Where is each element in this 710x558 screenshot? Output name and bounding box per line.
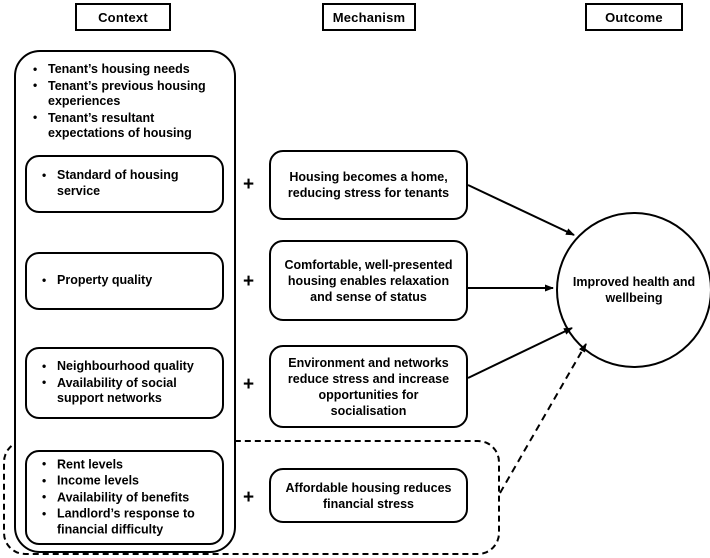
arrow-mechanism-3-to-outcome (467, 327, 573, 379)
list-item: Standard of housing service (39, 168, 215, 199)
context-box-1-bullets: Standard of housing service (39, 168, 215, 200)
list-item: Neighbourhood quality (39, 358, 217, 375)
mechanism-box-3-label: Environment and networks reduce stress a… (287, 355, 450, 418)
plus-operator-4: + (243, 487, 255, 508)
context-box-standard-of-housing-service[interactable]: Standard of housing service (25, 155, 224, 213)
list-item: Availability of social support networks (39, 375, 217, 406)
context-box-3-bullets: Neighbourhood quality Availability of so… (39, 358, 217, 408)
mechanism-box-1[interactable]: Housing becomes a home, reducing stress … (269, 150, 468, 220)
mechanism-box-2[interactable]: Comfortable, well-presented housing enab… (269, 240, 468, 321)
mechanism-box-3[interactable]: Environment and networks reduce stress a… (269, 345, 468, 428)
list-item: Tenant’s housing needs (30, 62, 220, 78)
column-header-outcome: Outcome (585, 3, 683, 31)
mechanism-box-2-label: Comfortable, well-presented housing enab… (284, 257, 453, 304)
arrow-affordability-to-outcome-dashed (499, 343, 587, 494)
column-header-mechanism: Mechanism (322, 3, 416, 31)
affordability-group-frame (3, 440, 500, 555)
list-item: Rent levels (39, 456, 217, 473)
list-item: Availability of benefits (39, 489, 217, 506)
context-box-neighbourhood-quality[interactable]: Neighbourhood quality Availability of so… (25, 347, 224, 419)
list-item: Property quality (39, 272, 215, 289)
outcome-label: Improved health and wellbeing (572, 275, 696, 305)
context-box-4-bullets: Rent levels Income levels Availability o… (39, 456, 217, 539)
mechanism-box-4[interactable]: Affordable housing reduces financial str… (269, 468, 468, 523)
list-item: Tenant’s resultant expectations of housi… (30, 110, 220, 142)
list-item: Tenant’s previous housing experiences (30, 78, 220, 110)
context-box-affordability[interactable]: Rent levels Income levels Availability o… (25, 450, 224, 545)
plus-operator-3: + (243, 374, 255, 395)
context-box-2-bullets: Property quality (39, 272, 215, 290)
plus-operator-2: + (243, 271, 255, 292)
list-item: Income levels (39, 473, 217, 489)
context-intro-bullets: Tenant’s housing needs Tenant’s previous… (30, 62, 220, 143)
arrow-mechanism-1-to-outcome (467, 184, 575, 236)
mechanism-box-1-label: Housing becomes a home, reducing stress … (287, 170, 450, 200)
list-item: Landlord’s response to financial difficu… (39, 506, 217, 537)
outcome-circle[interactable]: Improved health and wellbeing (556, 212, 710, 368)
context-box-property-quality[interactable]: Property quality (25, 252, 224, 310)
column-header-context: Context (75, 3, 171, 31)
mechanism-box-4-label: Affordable housing reduces financial str… (285, 480, 452, 511)
plus-operator-1: + (243, 174, 255, 195)
